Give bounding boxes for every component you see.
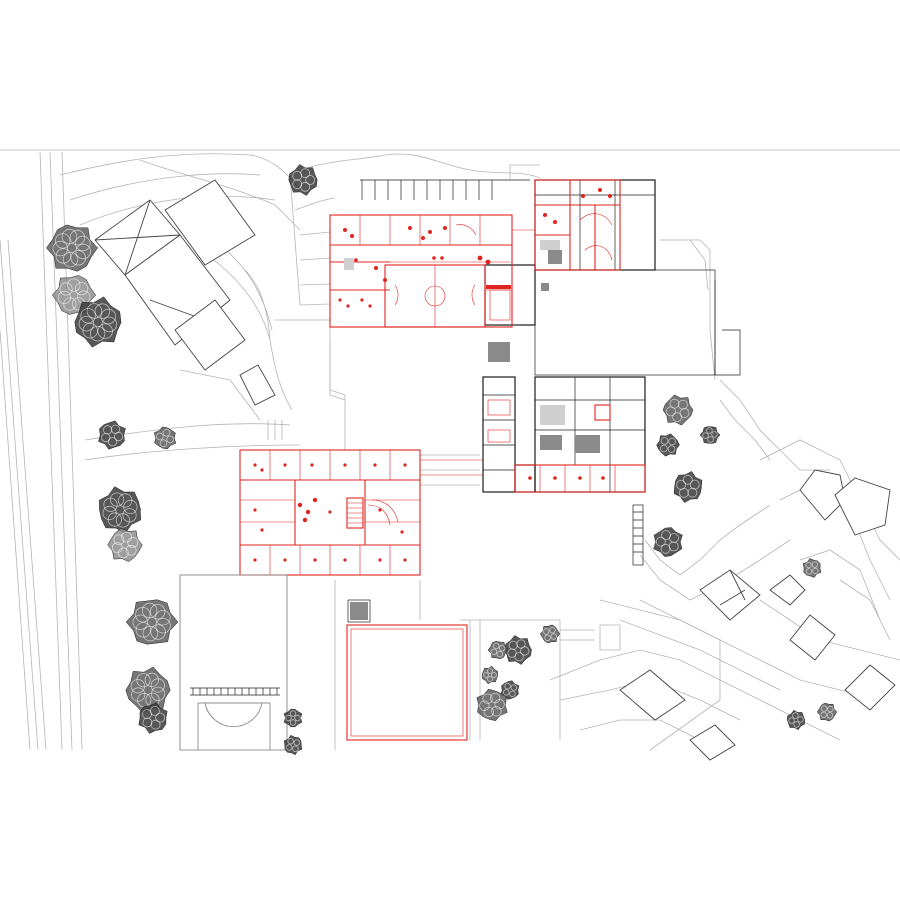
- new-building-east-rooms: [487, 399, 646, 493]
- tree-icon: [283, 708, 303, 728]
- tree-icon: [99, 486, 141, 534]
- roof-icon: [94, 179, 276, 406]
- tree-icon: [500, 680, 520, 700]
- tree-icon: [816, 702, 838, 722]
- tree-icon: [662, 394, 694, 426]
- tree-icon: [283, 734, 303, 756]
- tree-icon: [46, 224, 99, 272]
- tree-icon: [98, 420, 126, 450]
- new-building-northeast: [534, 179, 621, 271]
- tree-icon: [138, 702, 168, 734]
- new-connectors: [372, 229, 535, 476]
- tree-icon: [481, 665, 499, 685]
- tree-icon: [487, 641, 509, 660]
- tree-icon: [476, 688, 508, 722]
- new-building-south: [239, 449, 468, 741]
- tree-icon: [74, 296, 122, 348]
- tree-icon: [504, 635, 533, 665]
- sports-field: [179, 574, 288, 751]
- tree-icon: [107, 528, 143, 562]
- existing-houses: [94, 179, 896, 761]
- tree-icon: [125, 666, 171, 714]
- new-building-north: [329, 214, 513, 328]
- existing-building: [347, 179, 741, 623]
- tree-icon: [699, 426, 721, 444]
- courtyard: [534, 269, 716, 376]
- tree-icon: [539, 624, 561, 644]
- tree-icon: [802, 558, 822, 578]
- tree-icon: [653, 527, 683, 557]
- tree-icon: [673, 471, 703, 503]
- new-wing-northeast: [534, 179, 621, 271]
- tree-icon: [288, 164, 318, 196]
- tree-icon: [153, 426, 177, 450]
- trees: [46, 164, 838, 756]
- tree-icon: [787, 709, 806, 731]
- existing-wing-west: [482, 376, 516, 493]
- parking-stripes: [360, 179, 530, 200]
- roof-icon: [619, 469, 896, 761]
- new-hall: [346, 624, 468, 741]
- tree-icon: [656, 433, 681, 457]
- tree-icon: [125, 599, 179, 645]
